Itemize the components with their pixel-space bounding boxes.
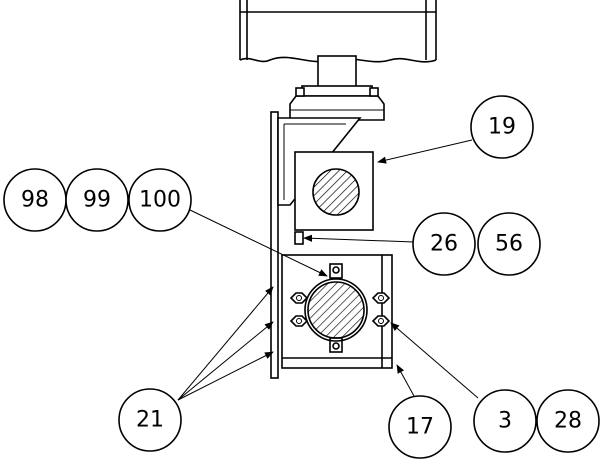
balloon-98: 98: [3, 168, 67, 232]
balloon-56-label: 56: [495, 232, 523, 257]
lower-housing: [281, 254, 393, 369]
balloon-26-label: 26: [430, 232, 458, 257]
balloon-99: 99: [65, 168, 129, 232]
balloon-19: 19: [470, 95, 534, 159]
balloon-17-label: 17: [406, 415, 434, 440]
bolt-left-top: [289, 292, 309, 304]
balloon-99-label: 99: [83, 188, 111, 213]
bolt-right-bottom: [371, 315, 391, 327]
top-beam: [239, 0, 437, 63]
balloon-28-label: 28: [554, 409, 582, 434]
balloon-3-label: 3: [498, 409, 512, 434]
balloon-21: 21: [118, 388, 182, 452]
balloon-28: 28: [536, 389, 600, 453]
balloon-19-label: 19: [488, 115, 516, 140]
back-plate: [270, 111, 279, 379]
upper-block: [294, 151, 374, 231]
leader-lines: [177, 139, 479, 401]
balloon-100-label: 100: [139, 188, 181, 213]
balloon-100: 100: [128, 168, 192, 232]
bolt-right-top: [371, 292, 391, 304]
spindle: [289, 55, 385, 121]
balloon-98-label: 98: [21, 188, 49, 213]
bolt-left-bottom: [289, 315, 309, 327]
spacer: [294, 231, 304, 245]
balloon-17: 17: [388, 395, 452, 459]
balloon-21-label: 21: [136, 408, 164, 433]
balloon-26: 26: [412, 212, 476, 276]
balloon-56: 56: [477, 212, 541, 276]
balloon-3: 3: [473, 389, 537, 453]
